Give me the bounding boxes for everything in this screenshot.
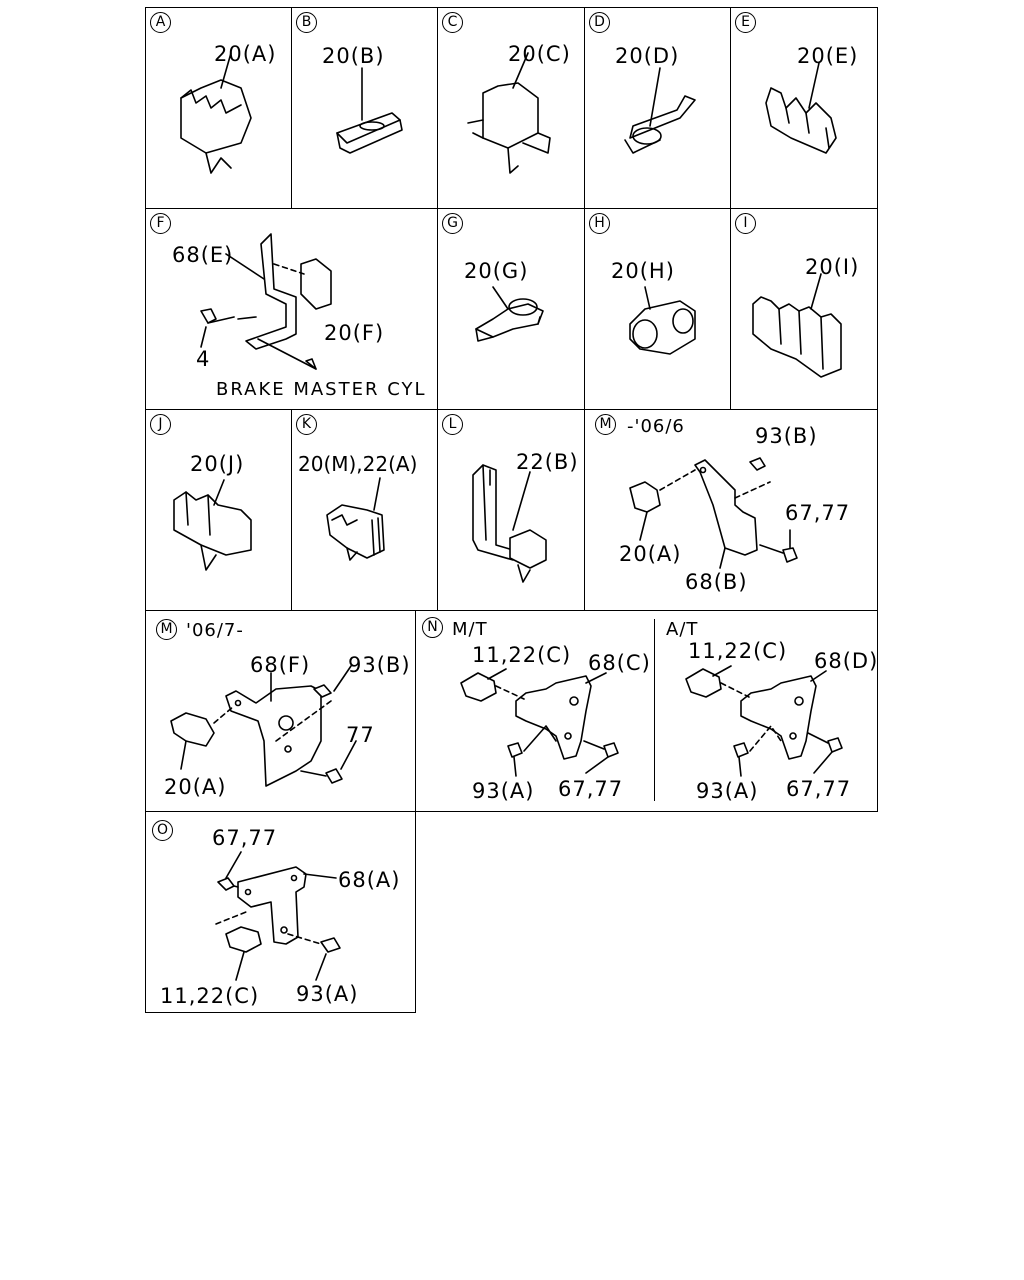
part-label: 67,77 — [786, 777, 852, 801]
part-label: 67,77 — [212, 826, 278, 850]
clip-illustration — [765, 62, 837, 154]
bracket-illustration — [215, 851, 341, 981]
part-label: 20(G) — [464, 259, 529, 283]
part-label: 20(J) — [190, 452, 245, 476]
bracket-illustration — [200, 233, 332, 370]
panel-o: O 67,77 68(A) 11,22(C) 93(A) — [145, 811, 416, 1013]
part-label: 20(M),22(A) — [298, 452, 418, 476]
clip-illustration — [629, 286, 696, 355]
panel-a: A 20(A) — [145, 7, 293, 209]
part-label: 93(B) — [755, 424, 818, 448]
date-note: -'06/6 — [627, 416, 685, 437]
part-label: 77 — [346, 723, 375, 747]
part-label: 20(E) — [797, 44, 859, 68]
part-label: 93(B) — [348, 653, 411, 677]
part-label: 68(E) — [172, 243, 234, 267]
panel-letter: D — [589, 12, 610, 33]
panel-e: E 20(E) — [730, 7, 878, 209]
panel-letter: M — [595, 414, 616, 435]
panel-n: N M/T A/T 11,22(C) 68(C) 93(A) 67,77 11,… — [415, 610, 878, 812]
part-label: 11,22(C) — [688, 639, 788, 663]
part-label: 20(H) — [611, 259, 675, 283]
part-label: 93(A) — [296, 982, 359, 1006]
clip-illustration — [752, 273, 842, 378]
part-label: 68(D) — [814, 649, 879, 673]
panel-letter: K — [296, 414, 317, 435]
panel-b: B 20(B) — [291, 7, 439, 209]
part-label: 22(B) — [516, 450, 579, 474]
panel-d: D 20(D) — [584, 7, 732, 209]
variant-divider — [654, 619, 655, 801]
part-label: 67,77 — [558, 777, 624, 801]
bracket-illustration — [460, 665, 843, 777]
panel-letter: H — [589, 213, 610, 234]
part-label: 20(D) — [615, 44, 680, 68]
variant-label-mt: M/T — [452, 619, 488, 640]
clip-illustration — [180, 52, 252, 174]
clip-illustration — [173, 479, 252, 571]
part-label: 20(A) — [619, 542, 682, 566]
panel-j: J 20(J) — [145, 409, 293, 611]
panel-letter: J — [150, 414, 171, 435]
part-label: 20(C) — [508, 42, 571, 66]
part-label: 68(A) — [338, 868, 401, 892]
variant-label-at: A/T — [666, 619, 699, 640]
part-label: 68(F) — [250, 653, 311, 677]
panel-f: F 68(E) 20(F) 4 BRAKE MASTER CYL — [145, 208, 439, 410]
caption: BRAKE MASTER CYL — [216, 379, 427, 400]
clip-illustration — [472, 464, 547, 583]
panel-letter: B — [296, 12, 317, 33]
part-label: 20(I) — [805, 255, 860, 279]
panel-letter: G — [442, 213, 463, 234]
panel-h: H 20(H) — [584, 208, 732, 410]
panel-letter: A — [150, 12, 171, 33]
clip-illustration — [624, 67, 696, 154]
part-label: 93(A) — [472, 779, 535, 803]
panel-c: C 20(C) — [437, 7, 585, 209]
panel-letter: M — [156, 619, 177, 640]
panel-letter: E — [735, 12, 756, 33]
bracket-illustration — [629, 457, 798, 569]
panel-letter: N — [422, 617, 443, 638]
part-label: 20(B) — [322, 44, 385, 68]
part-label: 67,77 — [785, 501, 851, 525]
panel-i: I 20(I) — [730, 208, 878, 410]
part-label: 68(B) — [685, 570, 748, 594]
part-label: 93(A) — [696, 779, 759, 803]
panel-letter: I — [735, 213, 756, 234]
clip-illustration — [475, 286, 544, 342]
date-note: '06/7- — [186, 620, 244, 641]
panel-letter: C — [442, 12, 463, 33]
part-label: 20(F) — [324, 321, 385, 345]
bracket-illustration — [170, 665, 357, 787]
part-label: 11,22(C) — [472, 643, 572, 667]
panel-m-early: M -'06/6 93(B) 67,77 20(A) 68(B) — [584, 409, 878, 611]
panel-g: G 20(G) — [437, 208, 585, 410]
clip-illustration — [336, 67, 403, 154]
panel-letter: L — [442, 414, 463, 435]
panel-letter: O — [152, 820, 173, 841]
part-label: 68(C) — [588, 651, 651, 675]
clip-illustration — [467, 52, 551, 174]
panel-letter: F — [150, 213, 171, 234]
clip-illustration — [326, 477, 385, 561]
part-label: 11,22(C) — [160, 984, 260, 1008]
part-label: 20(A) — [164, 775, 227, 799]
panel-k: K 20(M),22(A) — [291, 409, 439, 611]
panel-m-late: M '06/7- 68(F) 93(B) 77 20(A) — [145, 610, 416, 812]
part-label: 4 — [196, 347, 211, 371]
panel-l: L 22(B) — [437, 409, 585, 611]
